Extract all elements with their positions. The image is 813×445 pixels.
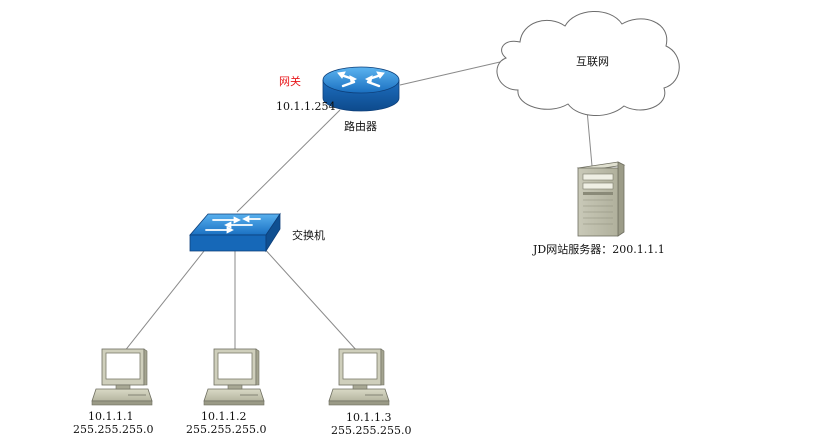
desktop-computer-icon <box>203 348 265 406</box>
server-label: JD网站服务器：200.1.1.1 <box>533 243 665 256</box>
desktop-computers <box>91 348 390 406</box>
link-switch-host-3 <box>261 245 359 353</box>
host-1-ip-label: 10.1.1.1 <box>88 410 134 423</box>
switch-name-label: 交换机 <box>292 229 325 242</box>
host-2-ip-label: 10.1.1.2 <box>201 410 247 423</box>
link-router-internet <box>399 61 501 86</box>
server-tower-icon <box>576 161 626 237</box>
router-icon <box>322 66 400 112</box>
cloud-icon <box>496 11 680 117</box>
host-1-mask-label: 255.255.255.0 <box>73 423 154 436</box>
gateway-label: 网关 <box>279 75 301 88</box>
switch-icon <box>189 212 281 253</box>
internet-label: 互联网 <box>576 55 609 68</box>
host-3-mask-label: 255.255.255.0 <box>331 424 412 437</box>
router-name-label: 路由器 <box>344 120 377 133</box>
desktop-computer-icon <box>328 348 390 406</box>
network-links <box>123 61 593 353</box>
host-3-ip-label: 10.1.1.3 <box>346 411 392 424</box>
link-internet-server <box>586 109 593 167</box>
link-switch-host-1 <box>123 245 209 353</box>
link-router-switch <box>236 109 341 213</box>
router-ip-label: 10.1.1.254 <box>276 100 336 113</box>
host-2-mask-label: 255.255.255.0 <box>186 423 267 436</box>
desktop-computer-icon <box>91 348 153 406</box>
